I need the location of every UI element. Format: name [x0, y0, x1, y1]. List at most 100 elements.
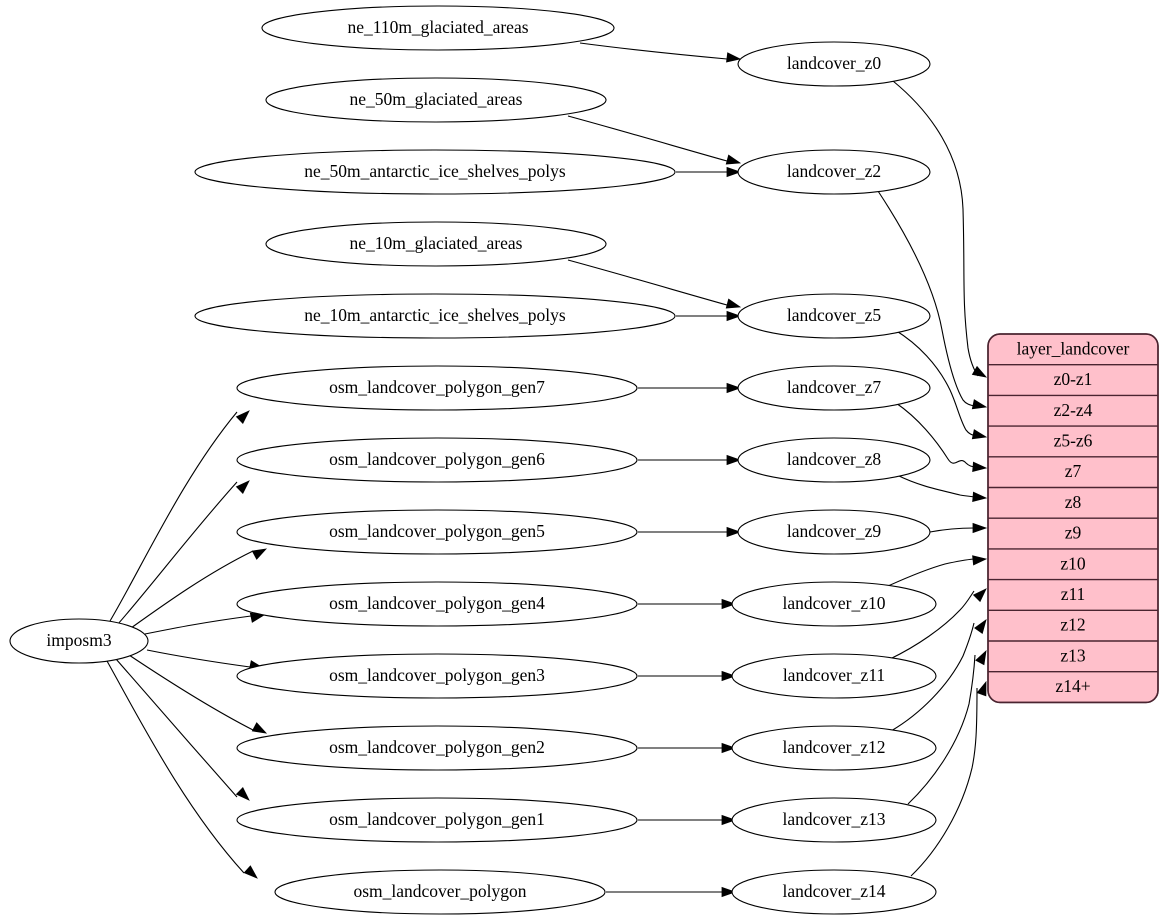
arrowhead-shape	[726, 454, 742, 466]
arrowhead	[972, 461, 988, 472]
arrowhead	[972, 555, 988, 566]
node-ne_10m_antarctic_ice_shelves_polys[interactable]: ne_10m_antarctic_ice_shelves_polys	[194, 293, 676, 339]
table-row[interactable]: z8	[988, 486, 1158, 512]
node-ellipse-landcover_z12[interactable]	[731, 725, 937, 771]
arrowhead	[235, 786, 250, 801]
arrowhead	[975, 649, 987, 666]
arrowheads-layer	[235, 52, 988, 898]
arrowhead-shape	[971, 399, 988, 410]
node-landcover_z11[interactable]: landcover_z11	[731, 653, 937, 699]
table-row[interactable]: z10	[988, 548, 1158, 573]
node-ellipse-imposm3[interactable]	[9, 618, 149, 664]
node-label-landcover_z2: landcover_z2	[787, 161, 881, 181]
table-row[interactable]: z2-z4	[988, 394, 1158, 420]
node-ne_110m_glaciated_areas[interactable]: ne_110m_glaciated_areas	[261, 5, 615, 51]
node-label-landcover_z8: landcover_z8	[787, 449, 882, 469]
arrowhead-shape	[975, 649, 987, 666]
node-ellipse-landcover_z14[interactable]	[731, 869, 937, 915]
node-label-ne_10m_glaciated_areas: ne_10m_glaciated_areas	[350, 233, 523, 253]
node-ellipse-landcover_z13[interactable]	[731, 797, 937, 843]
node-landcover_z10[interactable]: landcover_z10	[731, 581, 937, 627]
table-row-label: z14+	[1055, 676, 1090, 696]
arrowhead-shape	[971, 429, 988, 440]
arrowhead	[721, 742, 737, 754]
arrowhead-shape	[243, 865, 258, 879]
node-osm_landcover_polygon[interactable]: osm_landcover_polygon	[274, 869, 606, 915]
node-ellipse-landcover_z5[interactable]	[737, 293, 931, 339]
edge-landcover_z11-to-layer_landcover_row_7	[889, 590, 975, 660]
arrowhead	[251, 548, 268, 560]
node-label-ne_50m_glaciated_areas: ne_50m_glaciated_areas	[350, 89, 523, 109]
node-landcover_z7[interactable]: landcover_z7	[737, 365, 931, 411]
table-row-label: z12	[1060, 615, 1085, 635]
edge-ne_110m_glaciated_areas-to-landcover_z0	[579, 42, 728, 60]
node-ellipse-landcover_z8[interactable]	[737, 437, 931, 483]
node-ellipse-osm_landcover_polygon_gen2[interactable]	[236, 725, 638, 771]
edge-ne_50m_glaciated_areas-to-landcover_z2	[567, 115, 728, 162]
node-ellipse-osm_landcover_polygon_gen4[interactable]	[236, 581, 638, 627]
arrowhead	[725, 298, 742, 309]
table-row[interactable]: z9	[988, 517, 1158, 543]
node-ellipse-landcover_z11[interactable]	[731, 653, 937, 699]
node-ellipse-landcover_z9[interactable]	[737, 509, 931, 555]
node-imposm3[interactable]: imposm3	[9, 618, 149, 664]
edge-landcover_z0-to-layer_landcover_row_0	[892, 80, 979, 377]
node-osm_landcover_polygon_gen7[interactable]: osm_landcover_polygon_gen7	[236, 365, 638, 411]
node-ne_50m_glaciated_areas[interactable]: ne_50m_glaciated_areas	[265, 77, 607, 123]
node-label-osm_landcover_polygon_gen3: osm_landcover_polygon_gen3	[329, 665, 545, 685]
node-landcover_z2[interactable]: landcover_z2	[737, 149, 931, 195]
node-ellipse-ne_110m_glaciated_areas[interactable]	[261, 5, 615, 51]
node-landcover_z13[interactable]: landcover_z13	[731, 797, 937, 843]
node-ellipse-osm_landcover_polygon_gen3[interactable]	[236, 653, 638, 699]
node-landcover_z5[interactable]: landcover_z5	[737, 293, 931, 339]
node-ellipse-osm_landcover_polygon_gen6[interactable]	[236, 437, 638, 483]
arrowhead	[974, 619, 987, 634]
arrowhead-shape	[972, 491, 988, 502]
table-row-label: z11	[1061, 584, 1086, 604]
node-label-ne_10m_antarctic_ice_shelves_polys: ne_10m_antarctic_ice_shelves_polys	[304, 305, 566, 325]
node-ellipse-ne_50m_glaciated_areas[interactable]	[265, 77, 607, 123]
arrowhead	[235, 480, 250, 495]
node-ellipse-landcover_z2[interactable]	[737, 149, 931, 195]
edge-imposm3-to-osm_landcover_polygon_gen4	[144, 615, 252, 635]
arrowhead	[721, 670, 737, 682]
table-outline	[987, 333, 1159, 704]
node-ellipse-ne_50m_antarctic_ice_shelves_polys[interactable]	[194, 149, 676, 195]
node-osm_landcover_polygon_gen5[interactable]: osm_landcover_polygon_gen5	[236, 509, 638, 555]
arrowhead-shape	[235, 410, 250, 425]
node-osm_landcover_polygon_gen1[interactable]: osm_landcover_polygon_gen1	[236, 797, 638, 843]
node-ellipse-ne_10m_glaciated_areas[interactable]	[265, 221, 607, 267]
node-osm_landcover_polygon_gen6[interactable]: osm_landcover_polygon_gen6	[236, 437, 638, 483]
node-ellipse-landcover_z0[interactable]	[737, 41, 931, 87]
table-header-label: layer_landcover	[1017, 338, 1130, 358]
table-row[interactable]: z12	[988, 609, 1158, 635]
table-row-label: z13	[1060, 645, 1086, 665]
arrowhead	[726, 310, 742, 322]
node-ne_10m_glaciated_areas[interactable]: ne_10m_glaciated_areas	[265, 221, 607, 267]
node-ellipse-landcover_z7[interactable]	[737, 365, 931, 411]
node-landcover_z12[interactable]: landcover_z12	[731, 725, 937, 771]
node-landcover_z9[interactable]: landcover_z9	[737, 509, 931, 555]
arrowhead	[972, 491, 988, 502]
node-osm_landcover_polygon_gen4[interactable]: osm_landcover_polygon_gen4	[236, 581, 638, 627]
table-row[interactable]: z5-z6	[988, 425, 1158, 450]
node-osm_landcover_polygon_gen3[interactable]: osm_landcover_polygon_gen3	[236, 653, 638, 699]
table-row[interactable]: z7	[988, 456, 1158, 481]
table-row[interactable]: z0-z1	[988, 364, 1158, 389]
table-row[interactable]: z14+	[988, 671, 1158, 696]
node-ellipse-osm_landcover_polygon_gen7[interactable]	[236, 365, 638, 411]
node-ellipse-osm_landcover_polygon_gen5[interactable]	[236, 509, 638, 555]
node-ne_50m_antarctic_ice_shelves_polys[interactable]: ne_50m_antarctic_ice_shelves_polys	[194, 149, 676, 195]
table-row[interactable]: z13	[988, 640, 1158, 665]
node-osm_landcover_polygon_gen2[interactable]: osm_landcover_polygon_gen2	[236, 725, 638, 771]
node-ellipse-landcover_z10[interactable]	[731, 581, 937, 627]
node-ellipse-ne_10m_antarctic_ice_shelves_polys[interactable]	[194, 293, 676, 339]
node-ellipse-osm_landcover_polygon[interactable]	[274, 869, 606, 915]
node-landcover_z0[interactable]: landcover_z0	[737, 41, 931, 87]
table-row[interactable]: z11	[988, 578, 1158, 604]
node-label-landcover_z14: landcover_z14	[782, 881, 885, 901]
arrowhead	[721, 598, 737, 610]
node-landcover_z14[interactable]: landcover_z14	[731, 869, 937, 915]
node-landcover_z8[interactable]: landcover_z8	[737, 437, 931, 483]
node-ellipse-osm_landcover_polygon_gen1[interactable]	[236, 797, 638, 843]
